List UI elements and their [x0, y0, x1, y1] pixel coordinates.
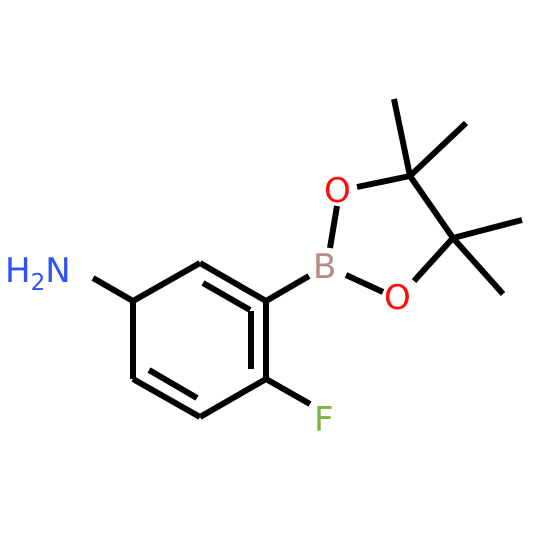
- bond-c4-c5: [198, 376, 268, 420]
- fluorine-label: F: [314, 400, 334, 440]
- methyl-groups: [391, 98, 523, 296]
- double-bond-c5-c6: [147, 367, 199, 401]
- boron-label: B: [313, 247, 336, 287]
- bond-b-o1: [327, 205, 340, 249]
- amine-label: H2N: [5, 251, 71, 296]
- methyl-bond-4: [450, 236, 506, 296]
- dioxaborolane-ring: [327, 173, 456, 295]
- bond-ring-boron: [264, 273, 311, 304]
- bond-ring-nitrogen: [91, 275, 135, 304]
- benzene-ring: [130, 260, 269, 420]
- bond-ring-fluorine: [264, 376, 312, 407]
- bond-o2-c: [411, 235, 456, 284]
- double-bond-c2-c3: [201, 280, 252, 313]
- oxygen-bottom-label: O: [384, 278, 411, 318]
- methyl-bond-2: [407, 120, 469, 179]
- bond-c5-c6: [131, 376, 202, 420]
- methyl-bond-1: [391, 98, 413, 177]
- bond-c2-c3: [198, 260, 268, 304]
- methyl-bond-3: [452, 217, 523, 241]
- bond-b-o2: [344, 272, 385, 295]
- bond-c-c: [407, 174, 456, 240]
- bond-o1-c: [356, 173, 411, 190]
- bond-c1-c2: [131, 260, 202, 304]
- oxygen-top-label: O: [324, 171, 351, 211]
